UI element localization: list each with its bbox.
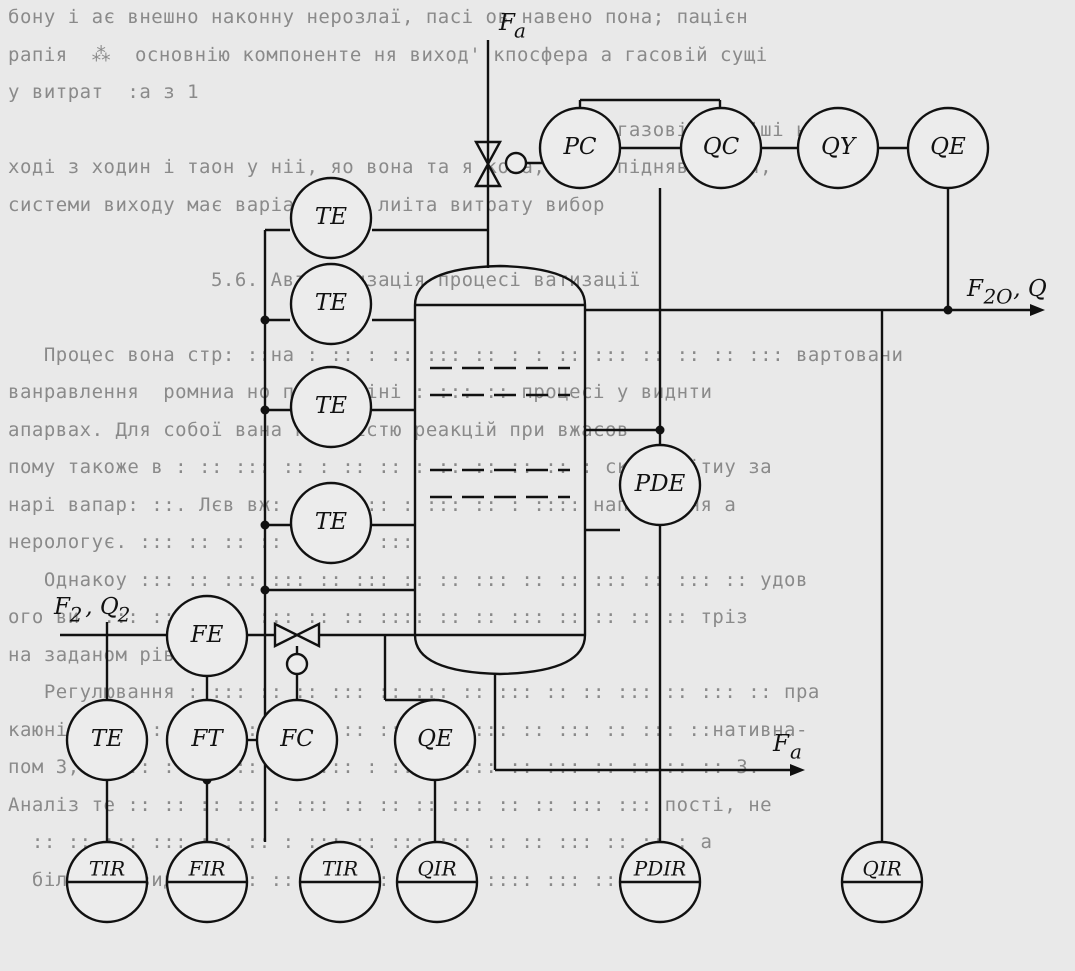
svg-text:F: F [498,10,516,36]
svg-text:TE: TE [315,290,347,316]
bottom-outlet-arrow [790,764,805,776]
instrument-tir2: TIR [298,840,382,924]
background-text-line: ванравлення ромниа но при лиліні : ::: :… [8,381,713,403]
svg-text:TE: TE [315,204,347,230]
svg-text:PDIR: PDIR [633,857,686,881]
svg-text:TIR: TIR [322,857,358,881]
instrument-te3: TE [289,365,373,449]
instrument-fe: FE [165,594,249,678]
background-text-line: Регулювання : ::: :: :: ::: :: ::: :: ::… [8,681,820,703]
svg-text:F: F [966,276,984,302]
background-text-line: Процес вона стр: ::на : :: : :: ::: :: :… [8,343,904,366]
instrument-qe-top: QE [906,106,990,190]
background-text-line: ого ви ::: :: ::: : ::: :: :: :::: :: ::… [8,606,749,628]
instrument-pdir: PDIR [618,840,702,924]
top-valve-upper [473,140,503,167]
svg-text:QIR: QIR [862,857,901,881]
background-text-line: Однакоу ::: :: ::: ::: :: ::: :: :: ::: … [8,568,808,591]
instrument-te1: TE [289,176,373,260]
instrument-pde: PDE [618,443,702,527]
background-text-line: Аналіз те :: :: :: :: : ::: :: :: :: :::… [8,793,773,816]
svg-text:FE: FE [190,622,224,648]
stream-f2o-q: F 2O , Q [966,276,1047,309]
instrument-tir: TIR [65,840,149,924]
svg-text:TE: TE [315,509,347,535]
svg-text:F: F [772,731,790,757]
svg-text:QIR: QIR [417,857,456,881]
svg-text:QE: QE [417,726,453,752]
svg-text:TE: TE [91,726,123,752]
top-valve-lower [473,161,503,188]
svg-text:FT: FT [190,726,224,752]
svg-text:QC: QC [703,134,740,160]
svg-text:2O: 2O [982,285,1012,309]
background-text-line: 5.6. Автоматизація процесі ватизації [210,268,641,291]
svg-text:a: a [790,740,802,764]
instrument-te5: TE [65,698,149,782]
vessel-trays [430,366,570,499]
instrument-pc: PC [538,106,622,190]
svg-text:F: F [53,594,71,620]
bottom-valve-right [294,622,321,648]
background-text-line: рапія ⁂ основнію компоненте ня виход' кп… [8,43,768,66]
instrument-ft: FT [165,698,249,782]
top-valve-actuator [504,151,528,175]
top-outlet-arrow [1030,304,1045,316]
bottom-valve-actuator [285,652,309,676]
background-text-line: у витрат :а з 1 [8,81,200,103]
instrument-qc: QC [679,106,763,190]
stream-fa-top: F a [498,10,526,43]
instrument-qe-mid: QE [393,698,477,782]
svg-text:TE: TE [315,393,347,419]
stream-f2-q2: F 2 , Q 2 [53,594,130,627]
svg-text:PDE: PDE [634,471,686,497]
svg-text:2: 2 [69,603,83,627]
svg-text:QY: QY [821,134,858,160]
instrument-qir: QIR [395,840,479,924]
instrument-qy: QY [796,106,880,190]
svg-text:FIR: FIR [188,857,226,881]
instrument-qir2: QIR [840,840,924,924]
svg-text:2: 2 [117,603,131,627]
instrument-te4: TE [289,481,373,565]
instrument-fc: FC [255,698,339,782]
background-text-line: бону і ає внешно наконну нерозлаї, пасі … [8,6,749,28]
svg-text:QE: QE [930,134,966,160]
svg-text:FC: FC [279,726,314,752]
svg-text:a: a [514,19,526,43]
svg-text:, Q: , Q [1013,276,1047,302]
bottom-valve-left [273,622,300,648]
svg-text:, Q: , Q [85,594,119,620]
instrument-fir: FIR [165,840,249,924]
svg-text:TIR: TIR [89,857,125,881]
svg-text:PC: PC [562,134,596,160]
instrument-te2: TE [289,262,373,346]
stream-fa-bottom: F a [772,731,802,764]
